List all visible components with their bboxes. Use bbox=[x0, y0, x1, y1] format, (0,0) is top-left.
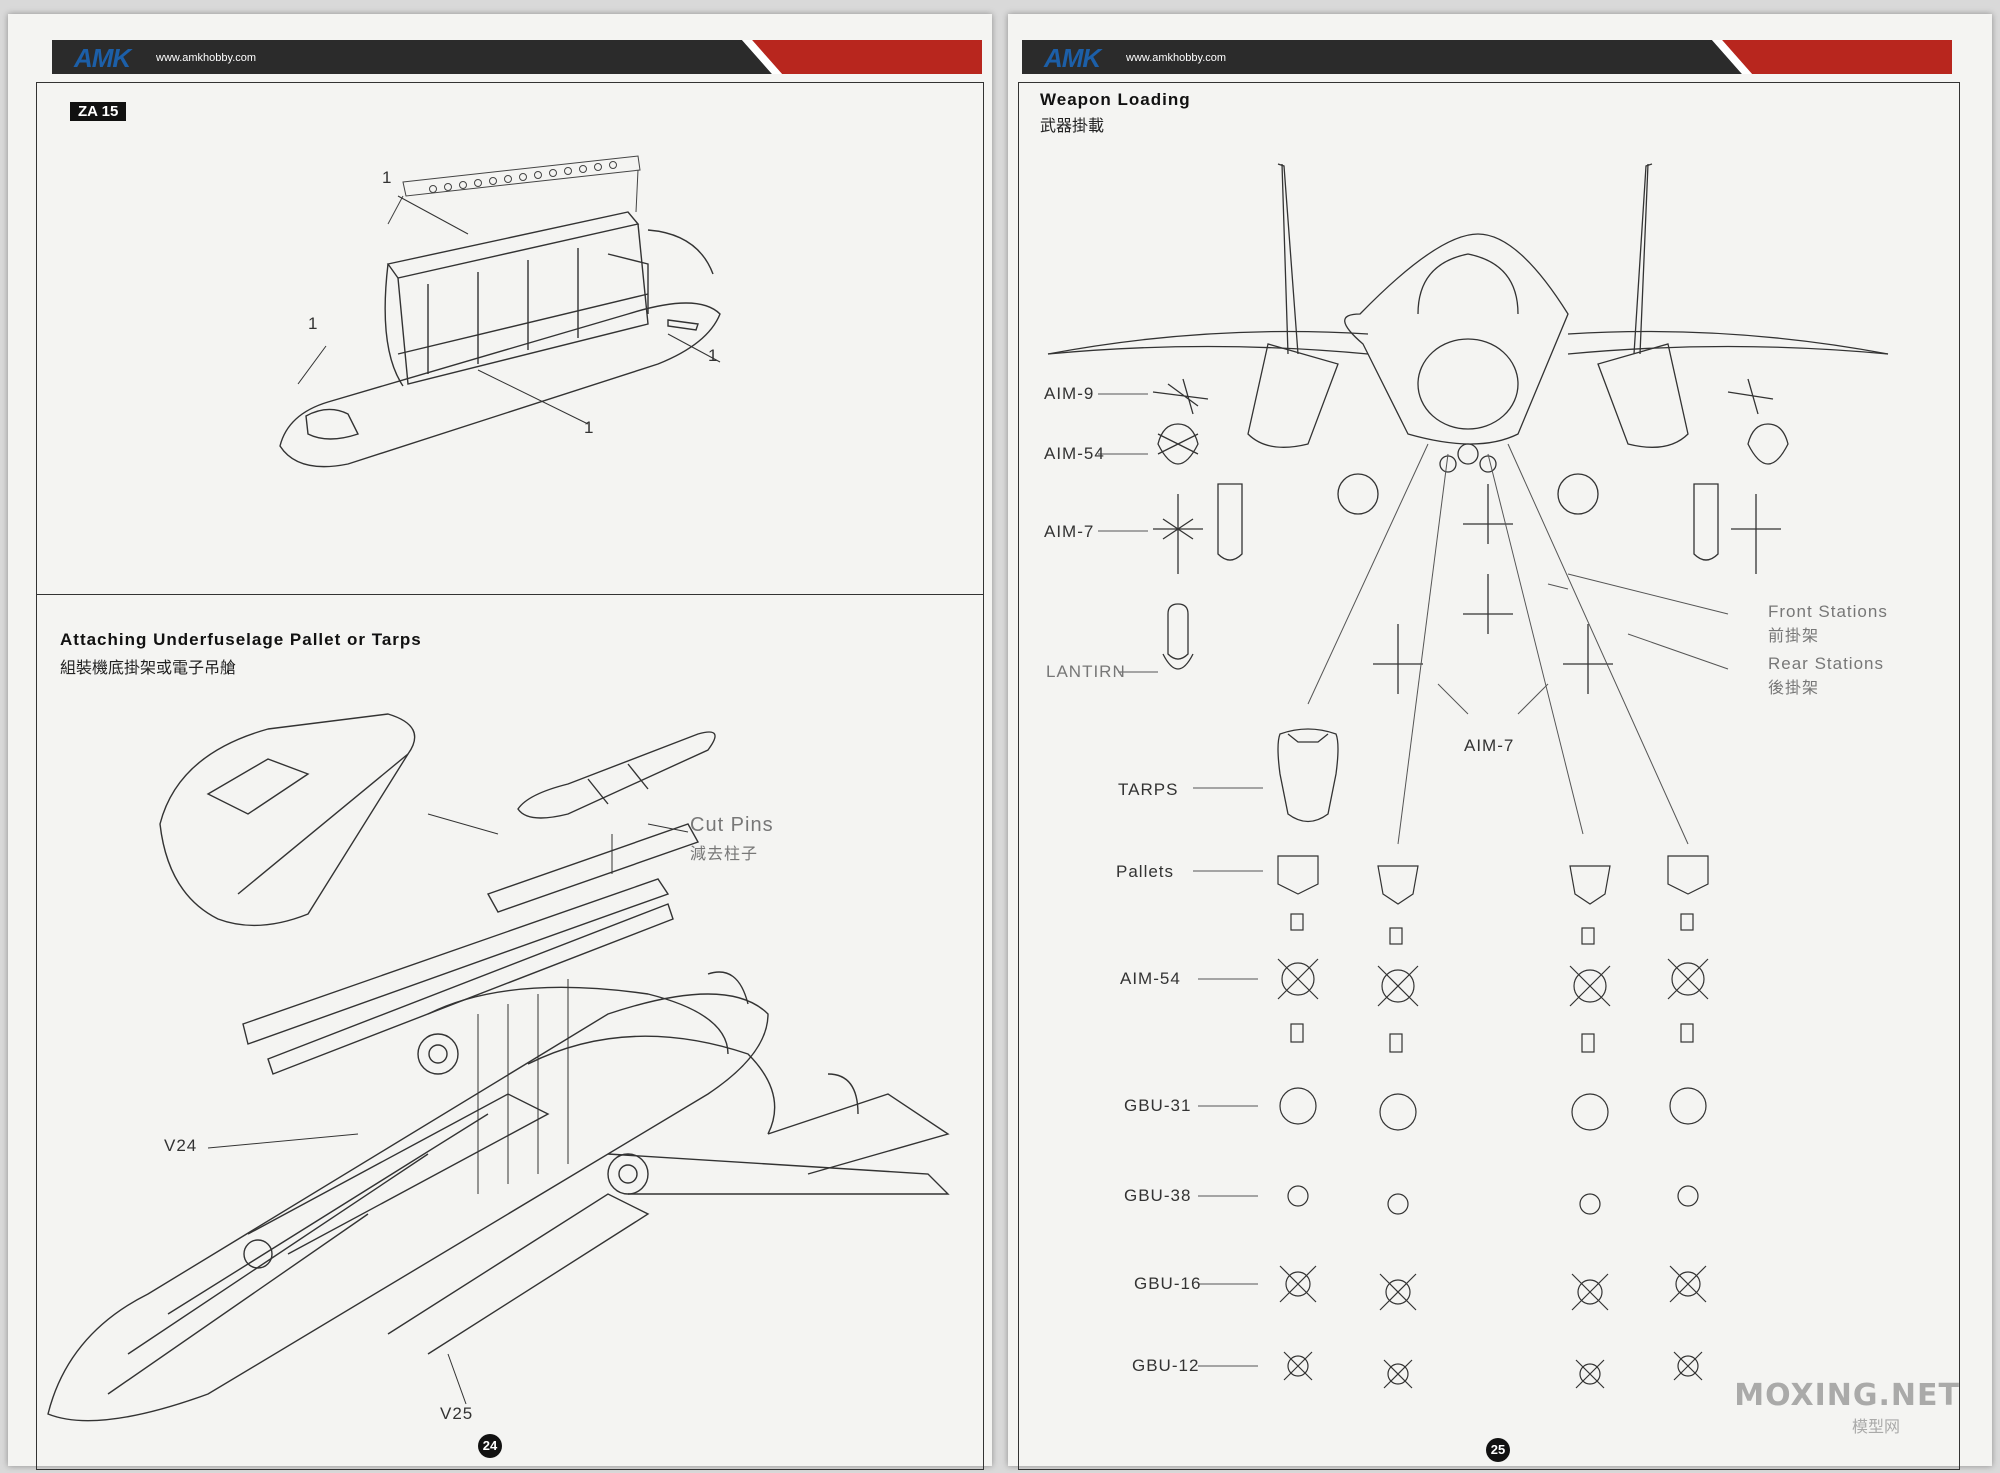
label-aim-7-top: AIM-7 bbox=[1044, 522, 1095, 541]
part-label-v24: V24 bbox=[164, 1136, 198, 1155]
label-gbu-38: GBU-38 bbox=[1124, 1186, 1192, 1205]
cut-pins-subtitle: 減去柱子 bbox=[690, 844, 759, 863]
content-frame bbox=[36, 82, 984, 1470]
label-rear-stations: Rear Stations bbox=[1768, 654, 1884, 673]
section-title: Attaching Underfuselage Pallet or Tarps bbox=[60, 630, 422, 649]
underfuselage-illustration bbox=[47, 713, 950, 1422]
label-gbu-16: GBU-16 bbox=[1134, 1274, 1202, 1293]
page-header: AMK www.amkhobby.com bbox=[1022, 40, 1952, 74]
watermark: MOXING.NET 模型网 bbox=[1734, 1378, 1960, 1437]
pallet-assembly-illustration bbox=[279, 155, 721, 468]
brand-logo: AMK bbox=[1044, 43, 1101, 73]
page-number: 24 bbox=[478, 1434, 502, 1458]
label-gbu-31: GBU-31 bbox=[1124, 1096, 1192, 1115]
section-title: Weapon Loading bbox=[1040, 90, 1191, 109]
watermark-sub: 模型网 bbox=[1851, 1417, 1900, 1436]
label-gbu-12: GBU-12 bbox=[1132, 1356, 1200, 1375]
cut-pins-label: Cut Pins bbox=[690, 814, 774, 836]
instruction-page-left: AMK www.amkhobby.com ZA 15 bbox=[8, 14, 992, 1470]
instruction-page-right: AMK www.amkhobby.com Weapon Loading 武器掛載 bbox=[1008, 14, 1992, 1470]
section-subtitle: 組裝機底掛架或電子吊艙 bbox=[60, 658, 237, 677]
label-front-stations-sub: 前掛架 bbox=[1768, 626, 1820, 645]
brand-site: www.amkhobby.com bbox=[1126, 52, 1227, 64]
step-badge: ZA 15 bbox=[70, 102, 127, 121]
weapon-loading-illustration bbox=[1047, 163, 1889, 1389]
label-pallets: Pallets bbox=[1116, 862, 1175, 881]
brand-logo: AMK bbox=[74, 43, 131, 73]
label-aim-9: AIM-9 bbox=[1044, 384, 1095, 403]
header-banner bbox=[52, 40, 982, 74]
page-header: AMK www.amkhobby.com bbox=[52, 40, 982, 74]
content-frame bbox=[1018, 82, 1960, 1470]
label-rear-stations-sub: 後掛架 bbox=[1768, 678, 1820, 697]
label-tarps: TARPS bbox=[1118, 780, 1179, 799]
label-front-stations: Front Stations bbox=[1768, 602, 1888, 621]
label-aim-7-center: AIM-7 bbox=[1464, 736, 1515, 755]
callout-1: 1 bbox=[708, 346, 719, 365]
page-number: 25 bbox=[1486, 1438, 1510, 1462]
part-label-v25: V25 bbox=[440, 1404, 474, 1423]
label-lantirn: LANTIRN bbox=[1046, 662, 1126, 681]
section-divider bbox=[36, 594, 984, 595]
header-banner bbox=[1022, 40, 1952, 74]
callout-1: 1 bbox=[308, 314, 319, 333]
brand-site: www.amkhobby.com bbox=[156, 52, 257, 64]
callout-1: 1 bbox=[584, 418, 595, 437]
section-subtitle: 武器掛載 bbox=[1040, 116, 1105, 135]
label-aim-54-top: AIM-54 bbox=[1044, 444, 1105, 463]
label-aim-54: AIM-54 bbox=[1120, 969, 1181, 988]
watermark-name: MOXING.NET bbox=[1734, 1378, 1960, 1413]
callout-1: 1 bbox=[382, 168, 393, 187]
